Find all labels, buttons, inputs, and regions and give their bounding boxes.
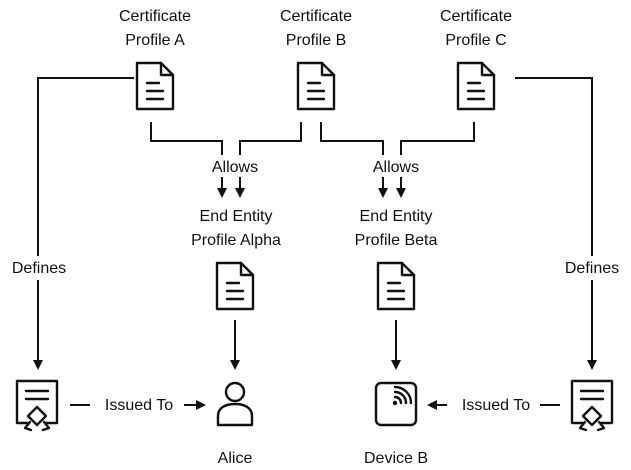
issued-to-label-left: Issued To (105, 397, 173, 414)
alpha-label-line2: Profile Alpha (191, 232, 281, 249)
profile-a-label-line1: Certificate (119, 8, 191, 25)
beta-label-line2: Profile Beta (355, 232, 438, 249)
profile-c-label-line2: Profile C (445, 32, 506, 49)
alpha-label-line1: End Entity (200, 208, 273, 225)
certificate-left-icon (15, 379, 59, 432)
profile-b-label-line1: Certificate (280, 8, 352, 25)
connector-profile-a-defines (37, 77, 134, 360)
connector-profile-c-defines (515, 77, 593, 360)
allows-label-alpha: Allows (212, 159, 258, 176)
defines-label-right: Defines (565, 260, 619, 277)
profile-c-document-icon (456, 61, 496, 111)
profile-a-document-icon (135, 61, 175, 111)
profile-b-document-icon (296, 61, 336, 111)
arrowhead-b-beta (378, 188, 388, 198)
arrowhead-defines-right (587, 360, 597, 370)
alice-user-icon (216, 381, 254, 427)
alice-label: Alice (218, 450, 253, 467)
arrowhead-b-alpha (235, 188, 245, 198)
issued-to-label-right: Issued To (462, 397, 530, 414)
arrowhead-defines-left (33, 360, 43, 370)
defines-label-left: Defines (12, 260, 66, 277)
beta-document-icon (376, 261, 416, 311)
beta-label-line1: End Entity (360, 208, 433, 225)
arrowhead-c-beta (396, 188, 406, 198)
device-b-contactless-icon (374, 381, 418, 427)
arrowhead-issued-alice (196, 400, 206, 410)
arrowhead-alice (230, 360, 240, 370)
arrowhead-device (391, 360, 401, 370)
arrowhead-issued-device (427, 400, 437, 410)
allows-label-beta: Allows (373, 159, 419, 176)
device-b-label: Device B (364, 450, 428, 467)
alpha-document-icon (215, 261, 255, 311)
arrowhead-a-alpha (217, 188, 227, 198)
profile-a-label-line2: Profile A (125, 32, 185, 49)
profile-b-label-line2: Profile B (286, 32, 346, 49)
profile-c-label-line1: Certificate (440, 8, 512, 25)
certificate-right-icon (570, 379, 614, 432)
